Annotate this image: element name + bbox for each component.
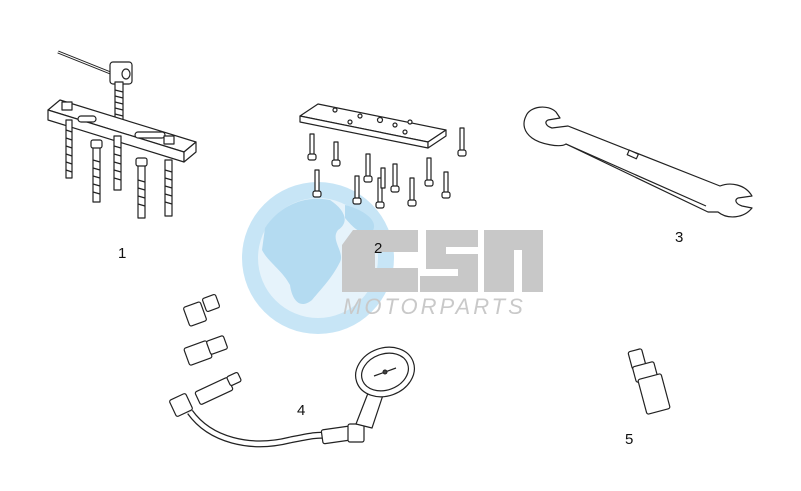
plate-bolts	[307, 127, 467, 209]
adapter-fitting-icon	[627, 348, 671, 415]
watermark-logo	[242, 182, 543, 334]
adapter-small-2	[183, 335, 228, 366]
watermark-text: MOTORPARTS	[343, 294, 526, 319]
callout-3: 3	[675, 229, 684, 246]
callout-2: 2	[374, 240, 383, 257]
mounting-plate-with-bolts-icon	[299, 103, 467, 209]
double-open-end-wrench-icon	[523, 106, 753, 218]
callout-4: 4	[297, 402, 306, 419]
compression-gauge-kit-icon	[169, 293, 415, 448]
adapter-small-1	[183, 293, 221, 327]
callout-1: 1	[118, 245, 127, 262]
puller-tool-icon	[47, 50, 197, 219]
puller-bolts	[65, 119, 173, 219]
osm-letters	[342, 230, 543, 292]
hose-fitting	[169, 371, 242, 417]
pressure-gauge-icon	[355, 346, 415, 398]
callout-5: 5	[625, 431, 634, 448]
